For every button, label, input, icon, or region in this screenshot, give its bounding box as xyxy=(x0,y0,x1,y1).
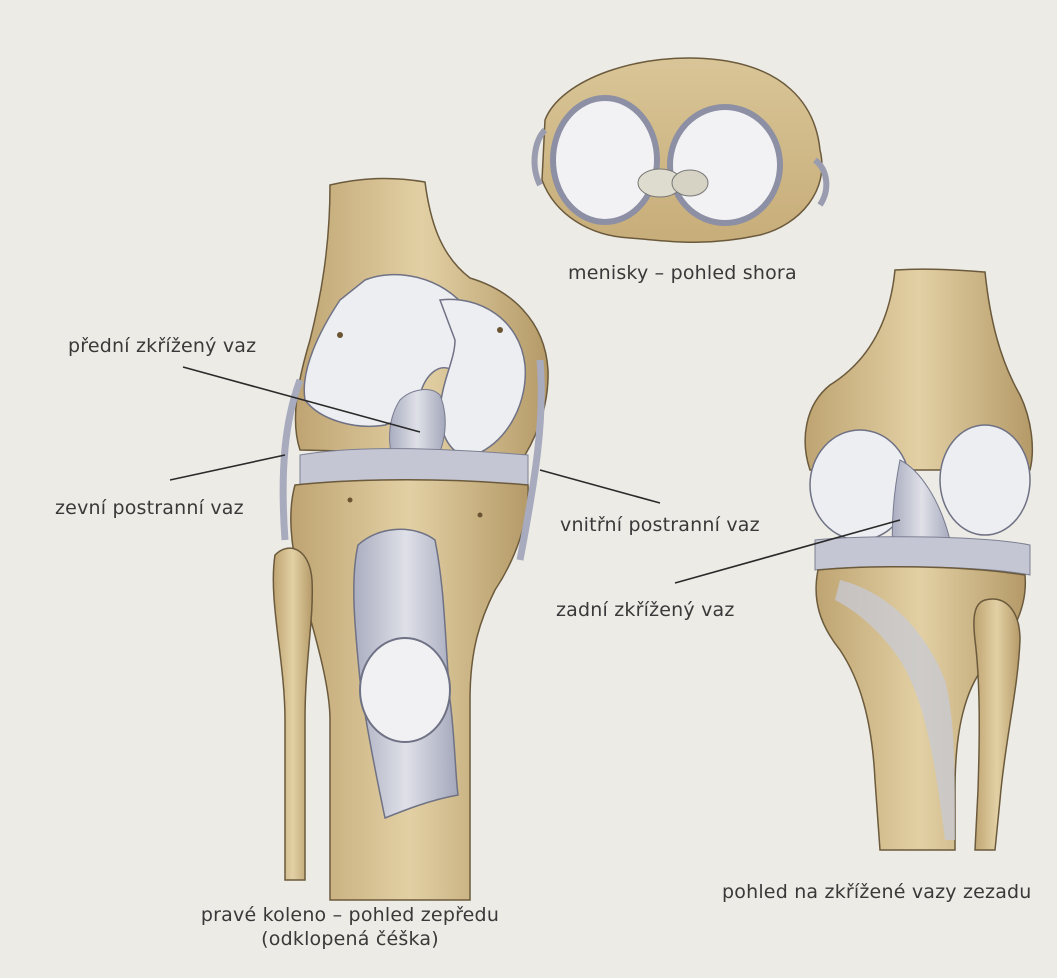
label-acl: přední zkřížený vaz xyxy=(68,335,256,357)
menisci-illustration xyxy=(535,58,827,242)
leader-mcl xyxy=(540,470,660,503)
caption-front-view-line1: pravé koleno – pohled zepředu xyxy=(190,904,510,926)
caption-front-view-line2: (odklopená čéška) xyxy=(190,928,510,950)
caption-front-view: pravé koleno – pohled zepředu (odklopená… xyxy=(190,904,510,950)
front-knee-illustration xyxy=(273,178,548,900)
label-lcl: zevní postranní vaz xyxy=(55,497,244,519)
caption-back-view: pohled na zkřížené vazy zezadu xyxy=(722,881,1032,903)
leader-lcl xyxy=(170,455,285,480)
label-menisci: menisky – pohled shora xyxy=(568,262,797,284)
back-knee-illustration xyxy=(805,269,1032,850)
label-pcl: zadní zkřížený vaz xyxy=(556,599,735,621)
label-mcl: vnitřní postranní vaz xyxy=(560,514,760,536)
